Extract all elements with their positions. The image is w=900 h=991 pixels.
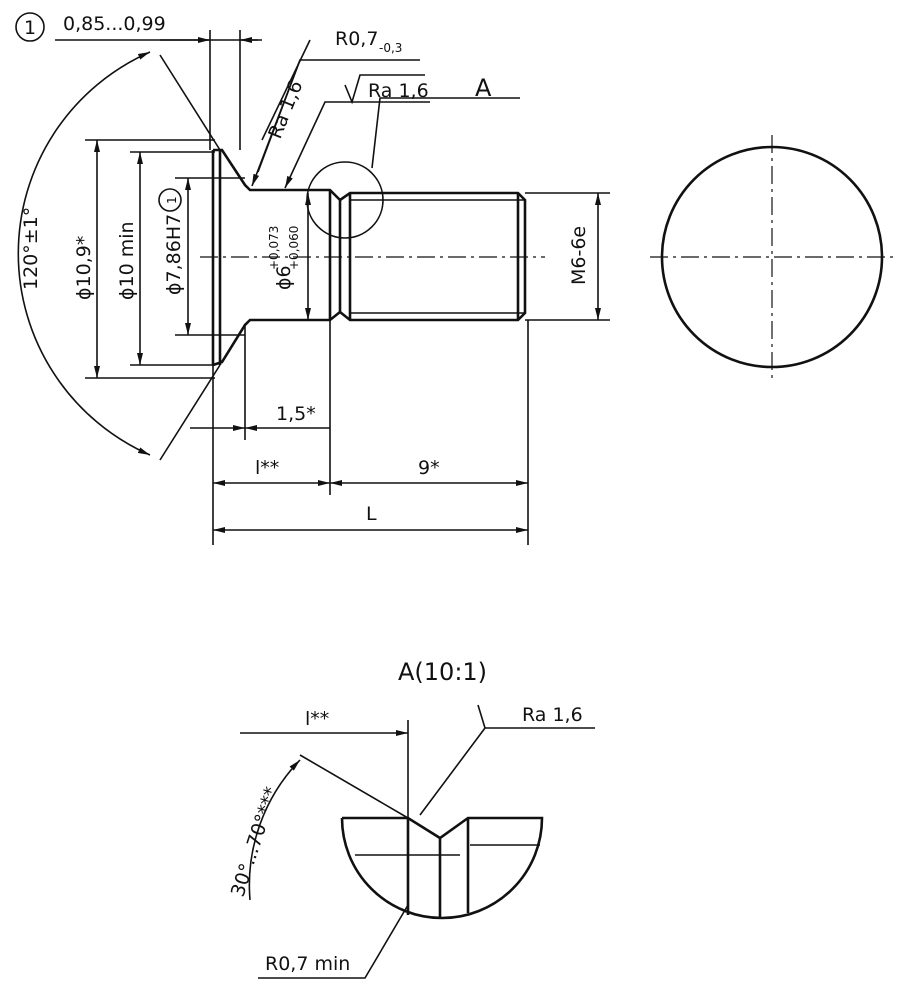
range-label: 0,85...0,99	[63, 13, 166, 35]
radius-label: R0,7	[335, 28, 378, 50]
dim-thread-length: 9*	[418, 457, 440, 479]
detail-title: A(10:1)	[398, 658, 487, 686]
screw-side-view	[200, 148, 545, 367]
dim-shaft: ϕ6	[273, 265, 295, 290]
dim-thread: M6-6e	[568, 226, 590, 285]
dim-l: l**	[255, 457, 279, 479]
detail-angle: 30°...70°***	[227, 784, 283, 899]
dim-d2: ϕ10 min	[116, 221, 138, 300]
dim-total: L	[366, 503, 377, 525]
note-1-number: 1	[24, 17, 36, 39]
roughness-1: Ra 1,6	[368, 80, 429, 102]
dimensions	[17, 30, 610, 545]
angle-head: 120°±1°	[20, 207, 42, 290]
detail-view	[240, 704, 595, 979]
note-1-circle	[15, 12, 45, 42]
detail-roughness: Ra 1,6	[522, 704, 583, 726]
dim-d1: ϕ10,9*	[73, 236, 95, 300]
note-ref-circle	[158, 188, 182, 212]
dim-shaft-upper: +0,073	[267, 226, 281, 270]
dim-d3: ϕ7,86H7	[163, 214, 185, 295]
radius-tolerance: -0,3	[379, 41, 402, 55]
roughness-2: Ra 1,6	[264, 77, 307, 142]
detail-l: l**	[305, 708, 329, 730]
detail-ref: A	[475, 74, 492, 102]
end-view	[650, 135, 895, 378]
detail-radius: R0,7 min	[265, 953, 350, 975]
dim-d3-note: 1	[165, 196, 179, 204]
dim-neck: 1,5*	[276, 403, 316, 425]
dim-shaft-lower: +0,060	[287, 226, 301, 270]
